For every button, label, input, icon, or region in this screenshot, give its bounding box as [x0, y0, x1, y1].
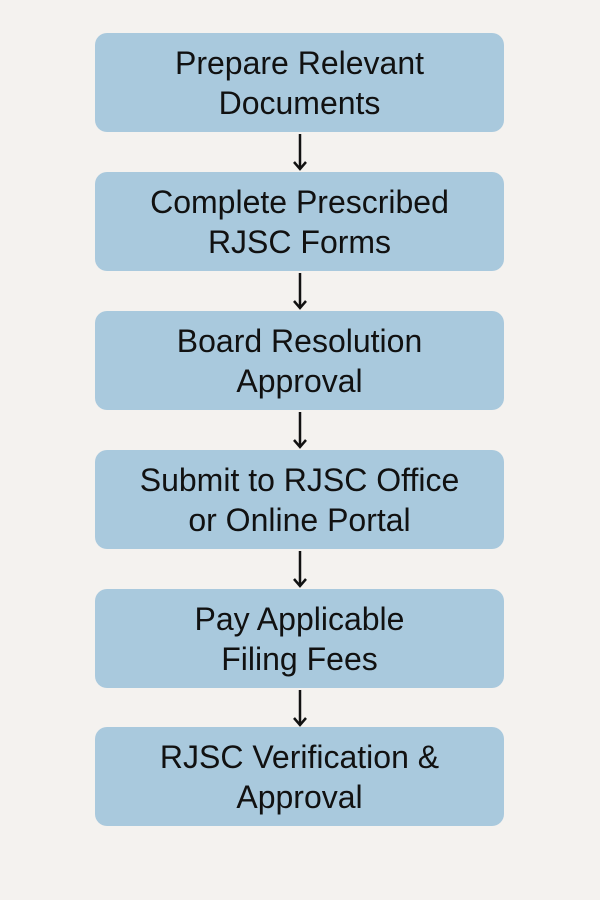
step-6-box: RJSC Verification & Approval [95, 727, 504, 826]
step-4-line-2: or Online Portal [188, 501, 411, 538]
step-3-box: Board Resolution Approval [95, 311, 504, 410]
step-4-box: Submit to RJSC Office or Online Portal [95, 450, 504, 549]
step-5-line-1: Pay Applicable [194, 600, 405, 637]
step-5-box: Pay Applicable Filing Fees [95, 589, 504, 688]
step-4-line-1: Submit to RJSC Office [139, 461, 460, 498]
step-2-box: Complete Prescribed RJSC Forms [95, 172, 504, 271]
step-5-line-2: Filing Fees [221, 640, 378, 677]
down-arrow-icon [293, 690, 307, 727]
down-arrow-icon [293, 412, 307, 449]
step-1-box: Prepare Relevant Documents [95, 33, 504, 132]
down-arrow-icon [293, 273, 307, 310]
step-3-line-2: Approval [236, 362, 363, 399]
down-arrow-icon [293, 134, 307, 171]
step-1-line-2: Documents [218, 84, 381, 121]
step-2-line-1: Complete Prescribed [150, 183, 449, 220]
step-6-line-1: RJSC Verification & [159, 738, 440, 775]
step-3-line-1: Board Resolution [176, 322, 423, 359]
down-arrow-icon [293, 551, 307, 588]
step-1-line-1: Prepare Relevant [174, 44, 425, 81]
step-6-line-2: Approval [236, 778, 363, 815]
step-2-line-2: RJSC Forms [207, 223, 392, 260]
